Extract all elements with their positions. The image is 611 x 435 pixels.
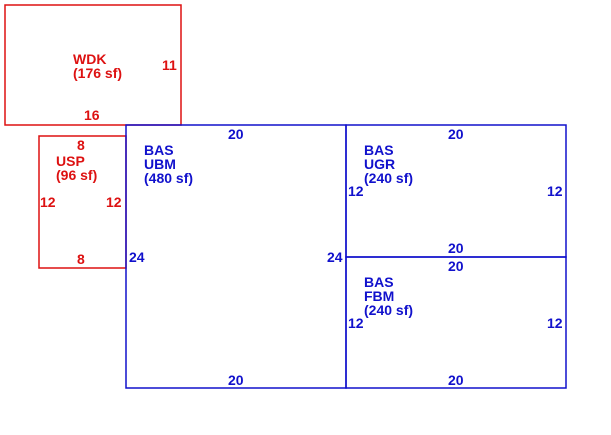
area-usp-dim-right: 12 xyxy=(106,194,122,210)
area-ubm-dim-bottom: 20 xyxy=(228,372,244,388)
area-usp-code: USP xyxy=(56,153,85,169)
area-ugr-dim-right: 12 xyxy=(547,183,563,199)
area-ugr-dim-top: 20 xyxy=(448,126,464,142)
area-ubm[interactable]: 20 BAS UBM (480 sf) 24 24 20 xyxy=(125,124,347,389)
area-fbm-dim-bottom: 20 xyxy=(448,372,464,388)
area-ubm-dim-right: 24 xyxy=(327,249,343,265)
area-fbm-dim-left: 12 xyxy=(348,315,364,331)
area-usp-dim-top: 8 xyxy=(77,137,85,153)
area-usp-size: (96 sf) xyxy=(56,167,97,183)
area-usp-dim-left: 12 xyxy=(40,194,56,210)
area-fbm-outline xyxy=(345,256,567,389)
area-ugr-label-line1: BAS xyxy=(364,142,394,158)
area-ugr-label-line2: UGR xyxy=(364,156,395,172)
area-fbm[interactable]: 20 BAS FBM (240 sf) 12 12 20 xyxy=(345,256,567,389)
area-ugr-dim-left: 12 xyxy=(348,183,364,199)
area-ugr-size: (240 sf) xyxy=(364,170,413,186)
area-wdk-code: WDK xyxy=(73,51,106,67)
area-ubm-label-line1: BAS xyxy=(144,142,174,158)
area-wdk-outline xyxy=(4,4,182,126)
area-ubm-size: (480 sf) xyxy=(144,170,193,186)
area-fbm-size: (240 sf) xyxy=(364,302,413,318)
area-wdk-size: (176 sf) xyxy=(73,65,122,81)
area-ugr[interactable]: 20 BAS UGR (240 sf) 12 12 20 xyxy=(345,124,567,258)
area-fbm-dim-right: 12 xyxy=(547,315,563,331)
area-fbm-label-line2: FBM xyxy=(364,288,394,304)
area-wdk[interactable]: WDK (176 sf) 11 16 xyxy=(4,4,182,126)
area-fbm-dim-top: 20 xyxy=(448,258,464,274)
area-wdk-dim-right: 11 xyxy=(162,57,177,73)
area-ugr-dim-bottom: 20 xyxy=(448,240,464,256)
area-ubm-dim-top: 20 xyxy=(228,126,244,142)
area-ubm-label-line2: UBM xyxy=(144,156,176,172)
area-usp-dim-bottom: 8 xyxy=(77,251,85,267)
area-ubm-dim-left: 24 xyxy=(129,249,145,265)
area-wdk-dim-bottom: 16 xyxy=(84,107,100,123)
area-usp[interactable]: 8 USP (96 sf) 12 12 8 xyxy=(38,135,127,269)
area-fbm-label-line1: BAS xyxy=(364,274,394,290)
